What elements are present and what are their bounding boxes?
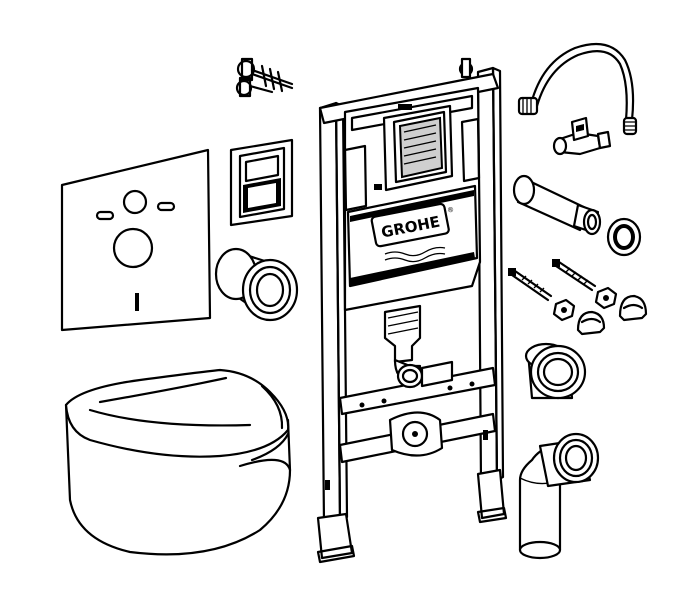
flush-plate xyxy=(229,138,294,227)
connection-sleeve xyxy=(524,342,587,400)
angle-valve xyxy=(552,116,612,156)
rubber-seal-ring xyxy=(606,217,642,257)
wall-anchor-bolts xyxy=(235,57,294,98)
registered-mark: ® xyxy=(446,206,454,215)
soundproofing-mat xyxy=(60,148,212,332)
flush-pipe-connector xyxy=(214,247,299,322)
cistern: GROHE ® xyxy=(343,86,482,312)
nuts-and-caps xyxy=(552,286,648,336)
installation-frame xyxy=(316,57,508,564)
wall-hung-toilet xyxy=(64,368,292,556)
cistern-outlet-pipe xyxy=(383,304,454,389)
water-supply-hose xyxy=(517,42,638,136)
threaded-rods xyxy=(508,259,597,302)
drain-elbow xyxy=(518,432,600,560)
flush-pipe xyxy=(512,174,602,236)
